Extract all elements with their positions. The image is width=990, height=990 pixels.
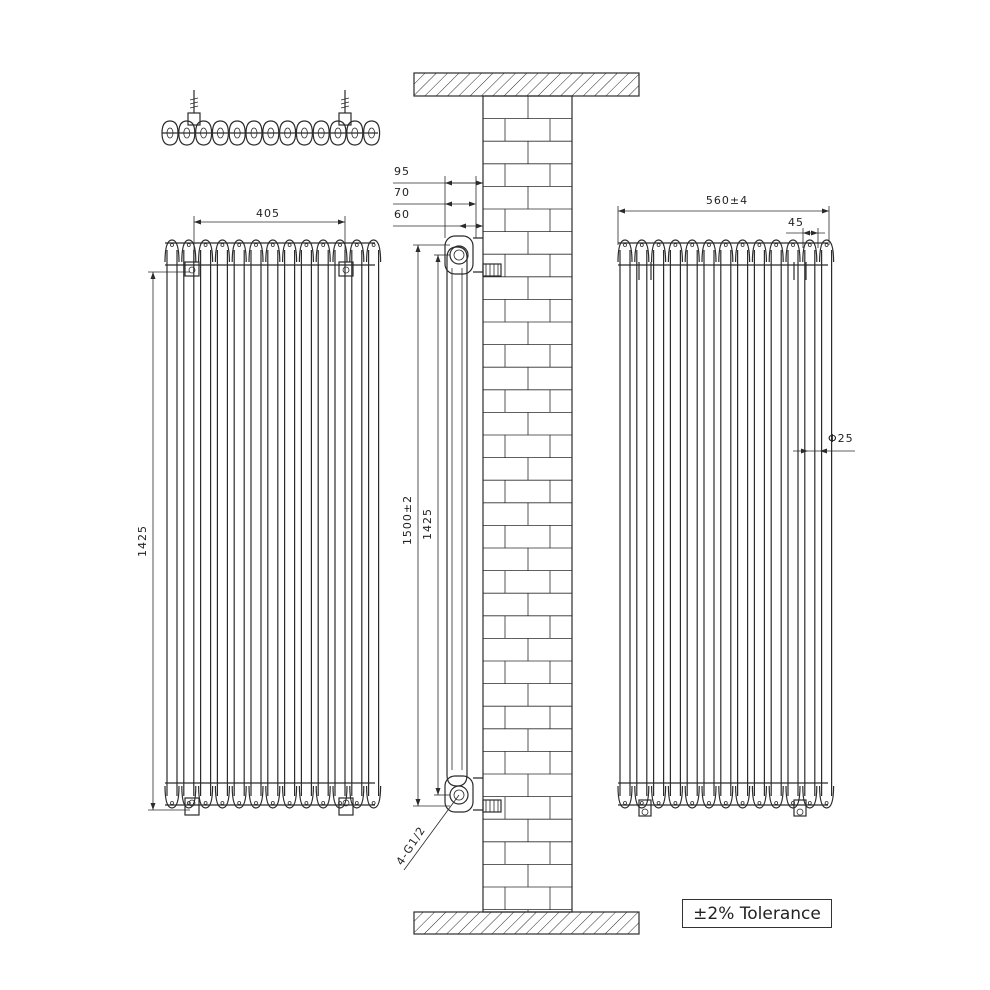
radiator-tube (785, 239, 801, 809)
radiator-tube (651, 239, 667, 809)
radiator-tube (214, 239, 230, 809)
top-section-lobe (363, 120, 381, 146)
radiator-tube (231, 239, 247, 809)
floor-hatch (413, 911, 640, 935)
front-height-label: 1425 (136, 525, 149, 557)
front-view (164, 239, 382, 816)
radiator-tube (802, 239, 818, 809)
top-section-lobe (211, 120, 230, 146)
dim-front-height: 1425 (136, 271, 190, 811)
radiator-tube (298, 239, 314, 809)
radiator-tube (701, 239, 717, 809)
radiator-tube (349, 239, 365, 809)
rear-valve-right (793, 262, 807, 817)
radiator-tube (751, 239, 767, 809)
top-section-lobe (262, 120, 280, 146)
radiator-tube (181, 239, 197, 809)
front-bracket-bottom-right (338, 797, 354, 816)
rear-offset-label: 45 (788, 216, 804, 229)
top-section-lobe (245, 120, 263, 146)
radiator-tube (332, 239, 348, 809)
dim-front-width: 405 (193, 207, 346, 262)
top-section-lobe (329, 120, 347, 146)
rear-width-label: 560±4 (706, 194, 748, 207)
radiator-tube (198, 239, 214, 809)
radiator-tube (634, 239, 650, 809)
radiator-tube (667, 239, 683, 809)
radiator-tube (282, 239, 298, 809)
front-bracket-bottom-left (184, 797, 200, 816)
top-section-lobe (295, 120, 314, 146)
tolerance-box: ±2% Tolerance (682, 899, 832, 928)
radiator-tube (718, 239, 734, 809)
radiator-tube (315, 239, 331, 809)
radiator-tube (164, 239, 180, 809)
front-bracket-top-right (338, 261, 354, 277)
side-offset-70-label: 70 (394, 186, 410, 199)
dim-rear-offset: 45 (786, 216, 825, 248)
side-height-centers-label: 1425 (421, 508, 434, 540)
side-bracket-top (482, 263, 502, 277)
top-section-lobe (178, 120, 196, 146)
rear-view (617, 239, 835, 817)
radiator-tube (684, 239, 700, 809)
dim-rear-width: 560±4 (617, 194, 830, 245)
dim-side-height: 1500±2 1425 (401, 244, 450, 807)
side-offset-60-label: 60 (394, 208, 410, 221)
side-height-total-label: 1500±2 (401, 495, 414, 545)
radiator-tube (735, 239, 751, 809)
front-bracket-top-left (184, 261, 200, 277)
top-section-lobe (279, 120, 297, 146)
ceiling-hatch (413, 72, 640, 97)
dim-tube-diameter: Φ25 (793, 432, 855, 454)
top-section-lobe (312, 120, 330, 146)
wall-section (413, 72, 640, 935)
radiator-tube (265, 239, 281, 809)
radiator-tube (366, 239, 382, 809)
rear-valve-left (638, 262, 652, 817)
top-bracket-left (187, 90, 201, 126)
radiator-tube (617, 239, 633, 809)
side-port-top (449, 245, 469, 265)
radiator-tube (248, 239, 264, 809)
front-width-label: 405 (256, 207, 280, 220)
side-bracket-bottom (482, 799, 502, 813)
top-section-lobe (228, 120, 246, 146)
tube-diameter-label: Φ25 (828, 432, 854, 445)
top-bracket-right (338, 90, 352, 126)
top-section-lobe (161, 120, 179, 146)
dim-side-offsets: 95 70 60 (393, 165, 484, 238)
top-view (161, 90, 381, 146)
side-offset-95-label: 95 (394, 165, 410, 178)
radiator-tube (768, 239, 784, 809)
radiator-tube (819, 239, 835, 809)
